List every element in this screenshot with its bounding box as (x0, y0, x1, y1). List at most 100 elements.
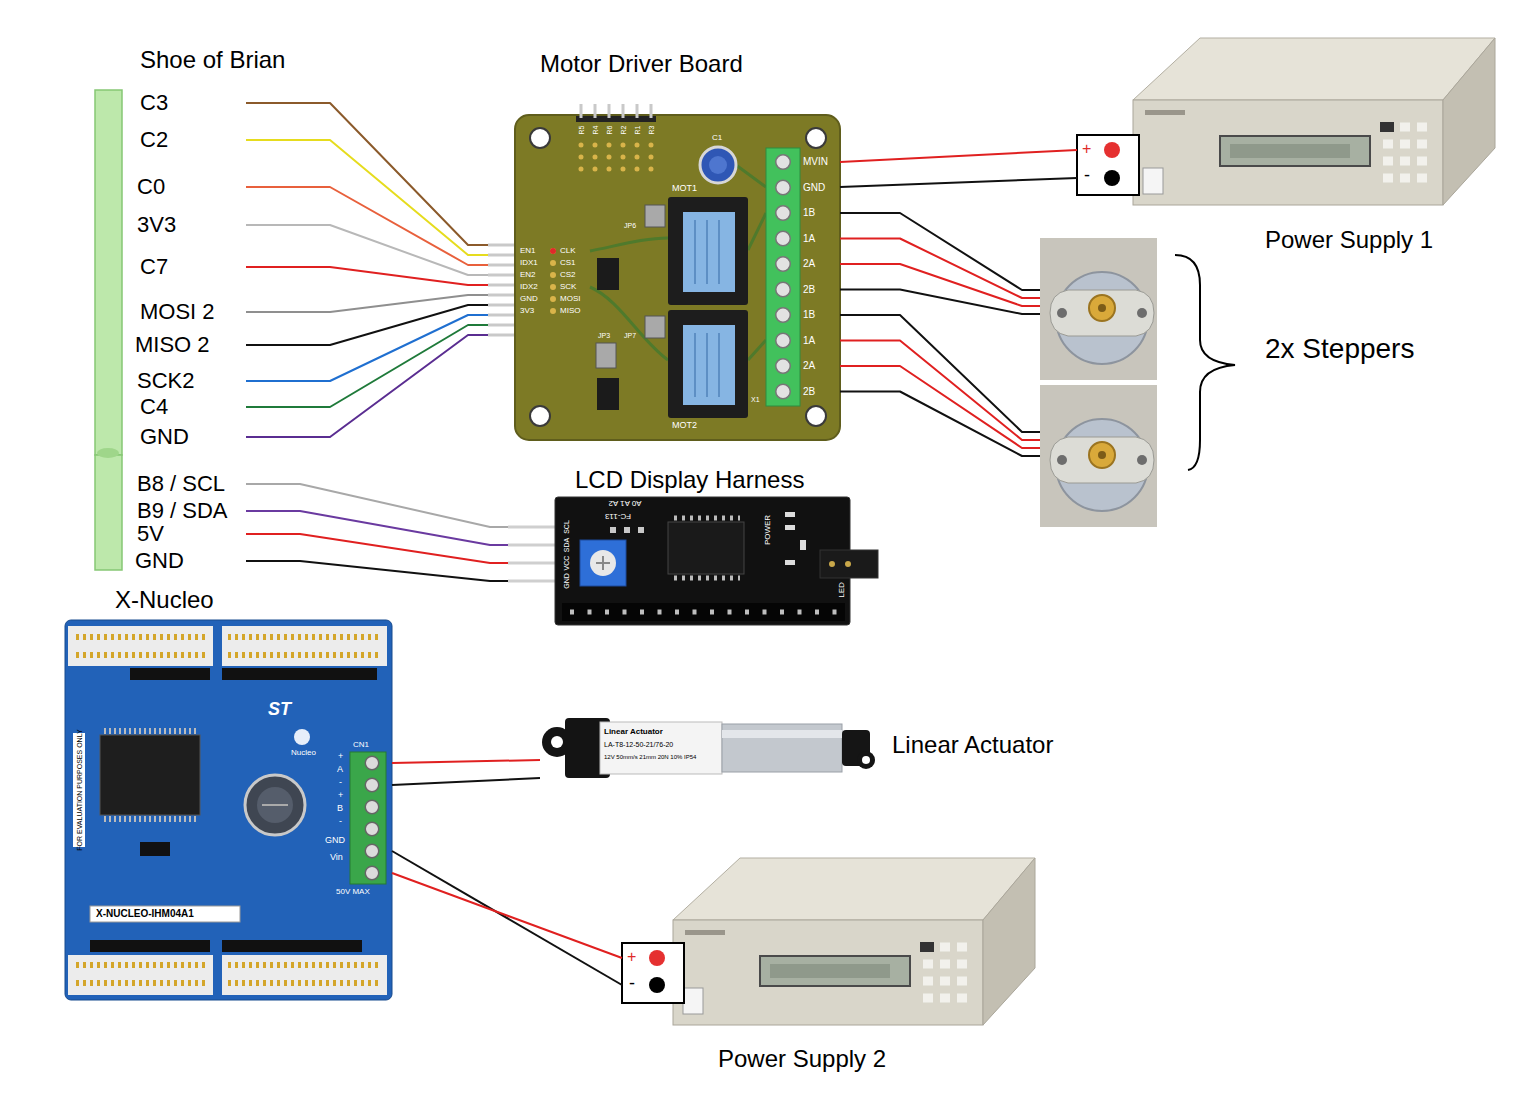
pin-header (576, 116, 656, 122)
terminal-label: GND (803, 183, 825, 193)
capacitor (245, 775, 305, 835)
jumper-block (645, 316, 665, 338)
pin-label: MOSI 2 (140, 301, 215, 323)
wires (246, 103, 1077, 985)
positive-terminal (649, 950, 665, 966)
node-heading: Shoe of Brian (140, 48, 285, 72)
pin-label: GND (520, 295, 538, 303)
header-holes (550, 251, 556, 311)
terminal-label: + (338, 752, 343, 761)
pcb (515, 115, 840, 440)
actuator-tube (722, 724, 842, 772)
pin-label: MISO 2 (135, 334, 210, 356)
pin-label: EN1 (520, 247, 536, 255)
silkscreen-text: A0 A1 A2 (609, 499, 642, 507)
resistor (140, 842, 170, 856)
part-label: MOT1 (672, 184, 697, 193)
pin-label: CS1 (560, 259, 576, 267)
potentiometer (580, 540, 626, 586)
stepper-picture (1040, 238, 1157, 380)
resistor-label: R1 (634, 126, 641, 135)
header-joint (97, 448, 119, 458)
pin-label: 3V3 (520, 307, 534, 315)
female-header (222, 940, 362, 952)
jumper (820, 550, 878, 578)
product-label: X-NUCLEO-IHM04A1 (96, 909, 194, 919)
pin-label: 5V (137, 523, 164, 545)
potentiometer-knob (590, 550, 616, 576)
mount-hole (806, 128, 826, 148)
pin-label: B8 / SCL (137, 473, 225, 495)
pin-label: C3 (140, 92, 168, 114)
rod-end (842, 730, 870, 766)
resistor-label: R5 (578, 126, 585, 135)
pcb (555, 497, 850, 625)
terminal-label: 1A (803, 234, 815, 244)
pin-label: VCC (563, 556, 570, 571)
header-strip (95, 90, 122, 455)
pin-label: GND (140, 426, 189, 448)
pcb (65, 620, 392, 1000)
curly-brace (1175, 255, 1235, 470)
header-strip (222, 626, 387, 666)
part-label: MOT2 (672, 421, 697, 430)
pin-label: C7 (140, 256, 168, 278)
header-holes (570, 610, 840, 615)
tube-highlight (722, 730, 842, 738)
stepper-picture (1040, 385, 1157, 527)
jumper-pins (832, 561, 848, 567)
header-pins (488, 245, 517, 335)
silkscreen-text: LED (838, 582, 846, 598)
terminal-label: 1A (803, 336, 815, 346)
wire (246, 103, 488, 245)
wire (246, 561, 508, 581)
terminal-label: GND (325, 836, 345, 845)
eye-hole (551, 736, 563, 748)
pin-label: C0 (137, 176, 165, 198)
pin-label: IDX2 (520, 283, 538, 291)
pin-label: SCK (560, 283, 576, 291)
wire (246, 534, 508, 563)
terminal-label: 2A (803, 259, 815, 269)
power-supply: Power Supply 1 (1077, 28, 1500, 214)
wire (246, 335, 488, 437)
mount-hole (530, 406, 550, 426)
node-heading: Linear Actuator (892, 733, 1053, 757)
wire (392, 778, 540, 785)
jumper-holes (581, 145, 651, 169)
stepper-motors: 2x Steppers (1040, 238, 1158, 527)
polarity-sign: + (627, 949, 636, 965)
terminal-label: 2B (803, 285, 815, 295)
node-heading: Power Supply 2 (718, 1047, 886, 1071)
polarity-sign: + (1082, 141, 1091, 157)
logo-text: Nucleo (291, 749, 316, 757)
mount-hole (806, 406, 826, 426)
motor-driver-board: Motor Driver Board (488, 112, 840, 442)
address-pads (610, 527, 644, 533)
lcd-backpack: LCD Display Harness (508, 497, 850, 625)
part-label: JP6 (624, 222, 636, 229)
eye-hole (862, 756, 870, 764)
pin-label: C4 (140, 396, 168, 418)
ic-chip (668, 522, 744, 574)
rating-label: 50V MAX (336, 888, 370, 896)
wire (246, 511, 508, 545)
terminal-label: MVIN (803, 157, 828, 167)
pin-label: IDX1 (520, 259, 538, 267)
positive-terminal (1104, 142, 1120, 158)
wire (392, 760, 540, 763)
terminal-label: 1B (803, 310, 815, 320)
logo-text: ST (268, 700, 291, 718)
heatsink-fins (695, 333, 719, 397)
heatsink-pad (683, 212, 735, 292)
driver-module (668, 197, 748, 305)
jumper-block (645, 205, 665, 227)
wire (392, 851, 622, 985)
header-strip (95, 455, 122, 570)
ic-chip (597, 378, 619, 410)
power-supply-picture (1133, 38, 1495, 205)
terminal-screws (777, 162, 790, 392)
resistor-label: R3 (648, 126, 655, 135)
